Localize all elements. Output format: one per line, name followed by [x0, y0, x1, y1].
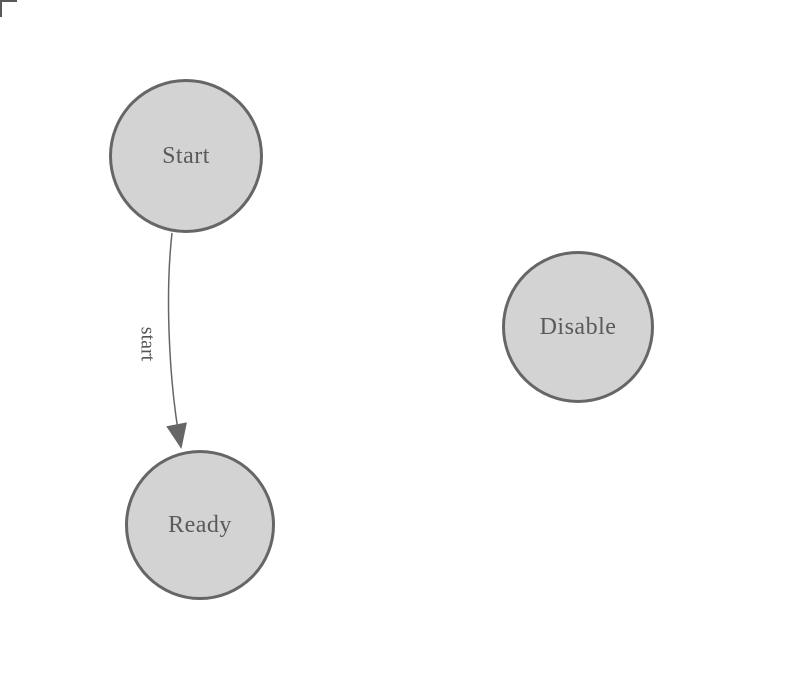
transition-label-start[interactable]: start: [136, 326, 159, 362]
state-node-start[interactable]: Start: [109, 79, 263, 233]
state-label-ready: Ready: [168, 511, 232, 538]
state-label-disable: Disable: [539, 313, 617, 340]
state-label-start: Start: [162, 142, 210, 169]
state-node-ready[interactable]: Ready: [125, 450, 275, 600]
canvas-origin-corner-mark: [0, 0, 17, 17]
state-node-disable[interactable]: Disable: [502, 251, 654, 403]
transition-edge-start-to-ready[interactable]: [166, 232, 187, 450]
